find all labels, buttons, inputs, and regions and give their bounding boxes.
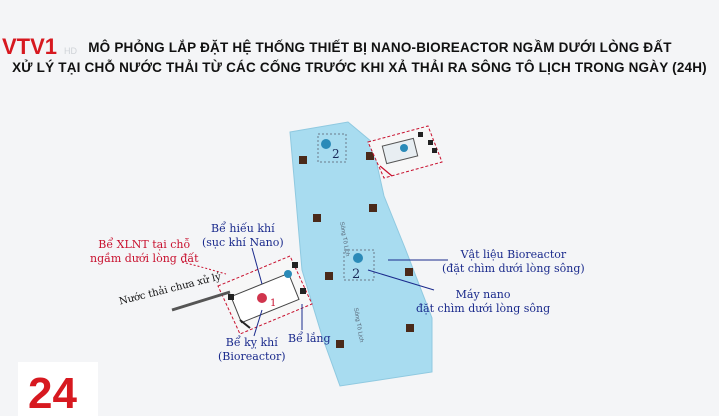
- post: [406, 324, 414, 332]
- treatment-box-left: 1: [217, 255, 313, 335]
- post: [366, 152, 374, 160]
- marker-1: 1: [270, 298, 276, 309]
- treatment-box-top-right: [367, 125, 443, 179]
- post: [369, 204, 377, 212]
- program-24-text: 24: [28, 369, 77, 416]
- program-24-logo: 24: [18, 362, 98, 416]
- title-line-1: MÔ PHỎNG LẮP ĐẶT HỆ THỐNG THIẾT BỊ NANO-…: [88, 40, 672, 55]
- label-vat-lieu: Vật liệu Bioreactor (đặt chìm dưới lòng …: [442, 248, 585, 275]
- bank-posts: [299, 152, 414, 348]
- leader-hieu-khi: [251, 247, 263, 285]
- label-be-lang: Bể lắng: [288, 332, 331, 345]
- vtv1-hd-text: HD: [64, 46, 77, 56]
- title-line-2: XỬ LÝ TẠI CHỖ NƯỚC THẢI TỪ CÁC CỐNG TRƯỚ…: [12, 60, 707, 75]
- vtv1-logo: VTV1 HD: [2, 34, 77, 59]
- nano-device-middle: 2: [343, 249, 375, 282]
- label-be-xlnt: Bể XLNT tại chỗ ngầm dưới lòng đất: [90, 238, 199, 265]
- label-be-hieu-khi: Bể hiếu khí (sục khí Nano): [202, 222, 284, 249]
- nano-device-top: 2: [317, 133, 347, 163]
- label-be-ky-khi: Bể kỵ khí (Bioreactor): [218, 336, 286, 363]
- vtv1-logo-text: VTV1: [2, 34, 57, 59]
- inflow-pipe: [171, 290, 231, 312]
- post: [299, 156, 307, 164]
- leader-ky-khi: [253, 309, 263, 337]
- marker-2a: 2: [332, 147, 340, 161]
- post: [405, 268, 413, 276]
- post: [325, 272, 333, 280]
- post: [313, 214, 321, 222]
- marker-2b: 2: [352, 267, 360, 282]
- leader-may-nano: [367, 269, 435, 291]
- label-may-nano: Máy nano đặt chìm dưới lòng sông: [416, 288, 551, 315]
- post: [336, 340, 344, 348]
